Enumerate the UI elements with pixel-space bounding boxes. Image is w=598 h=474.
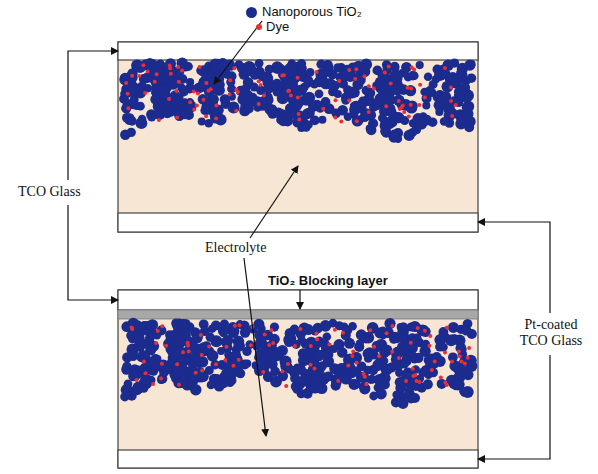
part-label: Nanoporous TiO₂ [262, 4, 362, 20]
tio2-particles [119, 58, 476, 144]
pt-glass [118, 213, 478, 232]
part-label: Electrolyte [205, 240, 266, 256]
tco-glass [118, 290, 478, 310]
legend-swatch [246, 7, 257, 18]
part-label: TiO₂ Blocking layer [268, 273, 388, 289]
cell-outline [118, 290, 478, 468]
part-label: TCO Glass [18, 184, 81, 200]
tco-glass [118, 42, 478, 60]
legend-swatch [256, 24, 262, 30]
cell-outline [118, 42, 478, 232]
pt-glass [118, 450, 478, 468]
leader-lines [68, 21, 550, 459]
part-label: Pt-coated TCO Glass [512, 317, 590, 349]
blocking-layer [118, 310, 478, 319]
part-label: Dye [266, 19, 289, 35]
tio2-particles [120, 318, 477, 409]
